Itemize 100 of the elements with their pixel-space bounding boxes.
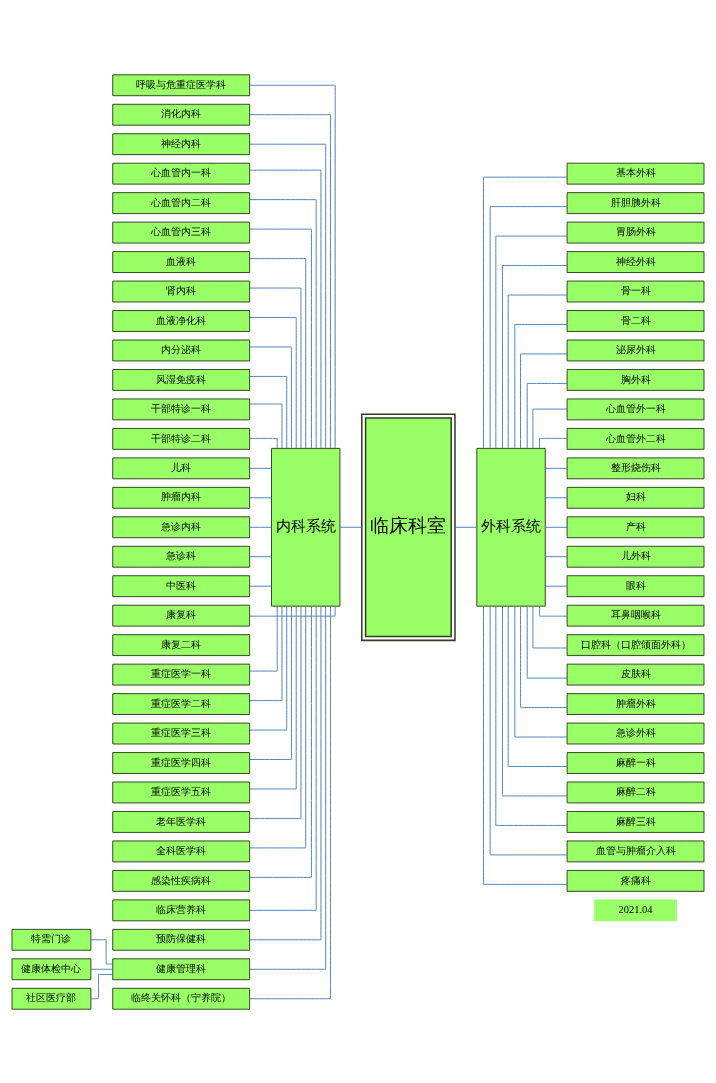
connector [249, 605, 307, 848]
node-box: 心血管内三科 [112, 221, 251, 244]
node-box: 2021.04 [594, 898, 677, 921]
connector [249, 605, 302, 819]
node-box: 心血管内二科 [112, 191, 251, 214]
node-box: 神经内科 [112, 132, 251, 155]
node-box: 消化内科 [112, 103, 251, 126]
node-box: 特需门诊 [11, 928, 92, 951]
node-box: 急诊内科 [112, 515, 251, 538]
node-box: 胃肠外科 [566, 221, 705, 244]
node-box: 妇科 [566, 486, 705, 509]
connector [507, 294, 568, 449]
node-box: 外科系统 [476, 447, 546, 607]
connector [539, 437, 568, 449]
node-box: 麻醉一科 [566, 751, 705, 774]
node-box: 疼痛科 [566, 869, 705, 892]
connector [249, 526, 272, 528]
connector [544, 555, 568, 557]
connector [495, 605, 568, 826]
node-box: 肿瘤外科 [566, 692, 705, 715]
node-box: 麻醉二科 [566, 781, 705, 803]
connector [339, 526, 363, 528]
node-box: 基本外科 [566, 162, 705, 185]
node-box: 急诊外科 [566, 722, 705, 744]
connector [249, 605, 297, 789]
connector [249, 467, 272, 469]
node-box: 胸外科 [566, 368, 705, 391]
node-box: 麻醉三科 [566, 810, 705, 833]
node-box: 风湿免疫科 [112, 368, 251, 391]
node-box: 呼吸与危重症医学科 [112, 73, 251, 96]
connector [489, 205, 568, 448]
connector [249, 375, 288, 449]
connector [544, 585, 568, 587]
connector [483, 605, 568, 885]
node-box: 内科系统 [271, 447, 341, 607]
node-box: 心血管外二科 [566, 427, 705, 450]
node-box: 肝胆胰外科 [566, 191, 705, 214]
connector [249, 605, 336, 617]
node-box: 康复科 [112, 604, 251, 627]
connector [454, 526, 478, 528]
node-box: 骨一科 [566, 280, 705, 302]
node-box: 产科 [566, 515, 705, 538]
connector [249, 605, 278, 672]
connector [507, 605, 568, 767]
node-box: 感染性疾病科 [112, 869, 251, 892]
node-box: 急诊科 [112, 545, 251, 568]
node-box: 儿科 [112, 456, 251, 479]
node-box: 皮肤科 [566, 663, 705, 686]
connector [249, 403, 283, 449]
node-box: 心血管外一科 [566, 397, 705, 420]
node-box: 泌尿外科 [566, 339, 705, 361]
node-box: 干部特诊二科 [112, 427, 251, 450]
node-box: 肾内科 [112, 280, 251, 302]
connector [249, 496, 272, 498]
node-box: 重症医学四科 [112, 751, 251, 774]
connector [249, 346, 292, 449]
node-box: 整形烧伤科 [566, 456, 705, 479]
connector [520, 605, 568, 708]
node-box: 眼科 [566, 574, 705, 597]
node-box: 社区医疗部 [11, 987, 92, 1010]
connector [249, 585, 272, 587]
node-box: 血液净化科 [112, 309, 251, 332]
connector [249, 198, 317, 448]
connector [544, 467, 568, 469]
connector [249, 605, 292, 760]
connector [249, 316, 297, 449]
connector [495, 235, 568, 449]
node-box: 老年医学科 [112, 810, 251, 833]
connector [502, 264, 568, 448]
node-box: 重症医学二科 [112, 692, 251, 715]
node-box: 重症医学一科 [112, 663, 251, 686]
connector [502, 605, 568, 796]
connector [249, 287, 302, 449]
node-box: 口腔科（口腔颌面外科） [566, 633, 705, 656]
connector [514, 605, 568, 737]
node-box: 肿瘤内科 [112, 486, 251, 509]
connector [526, 605, 568, 679]
node-box: 临终关怀科（宁养院） [112, 987, 251, 1010]
node-box: 预防保健科 [112, 928, 251, 951]
node-box: 临床营养科 [112, 898, 251, 921]
node-box: 血液科 [112, 250, 251, 273]
connector [249, 605, 283, 701]
connector [544, 496, 568, 498]
connector [249, 605, 312, 878]
node-box: 神经外科 [566, 250, 705, 273]
node-box: 健康体检中心 [11, 957, 92, 980]
node-box: 干部特诊一科 [112, 397, 251, 420]
connector [483, 176, 568, 449]
connector [514, 323, 568, 449]
connector [526, 382, 568, 449]
node-box: 全科医学科 [112, 839, 251, 862]
connector [539, 605, 568, 617]
connector [249, 555, 272, 557]
connector [489, 605, 568, 855]
node-box: 中医科 [112, 574, 251, 597]
node-box: 血管与肿瘤介入科 [566, 839, 705, 862]
connector [532, 408, 568, 449]
node-box: 内分泌科 [112, 339, 251, 361]
connector [249, 437, 278, 449]
node-box: 健康管理科 [112, 957, 251, 980]
